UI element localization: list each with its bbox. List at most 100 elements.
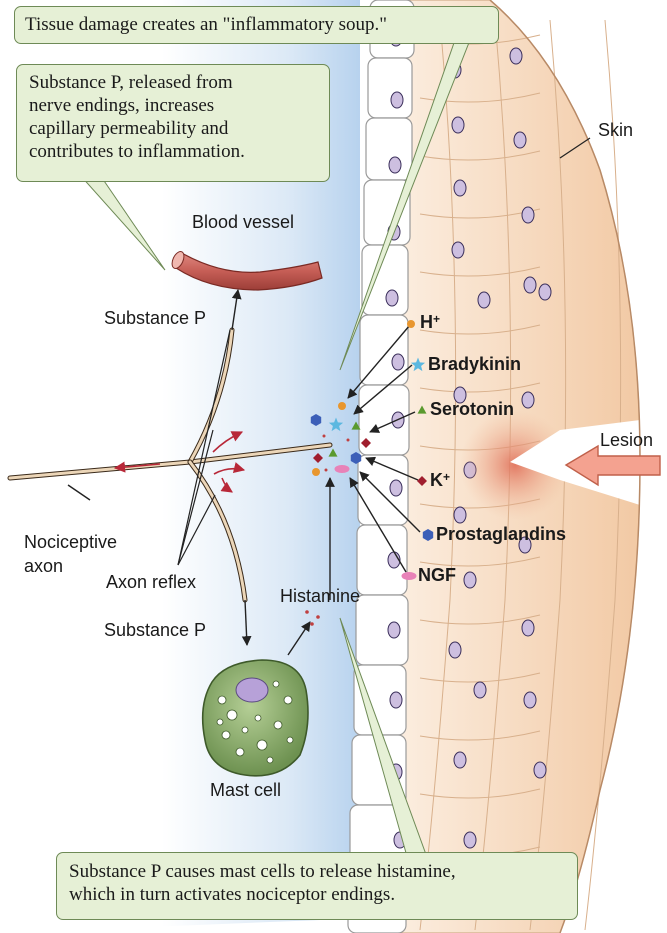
mast-cell-granule xyxy=(217,695,227,705)
soup-molecule xyxy=(322,434,326,438)
mast-cell-granule xyxy=(283,695,293,705)
soup-molecule xyxy=(361,438,371,448)
cell-nucleus xyxy=(388,156,402,174)
skin-cell-boundary xyxy=(419,266,541,277)
blood-vessel-label: Blood vessel xyxy=(192,212,295,232)
mast-cell-granule xyxy=(272,680,280,688)
mast-cell-granule xyxy=(221,730,231,740)
substance-p-text-line1: Substance P, released from xyxy=(29,72,233,93)
ngf-label: NGF xyxy=(418,565,456,585)
soup-molecule xyxy=(350,452,362,464)
cell-nucleus xyxy=(533,761,547,779)
lesion-label: Lesion xyxy=(600,430,654,450)
lesion-arrow xyxy=(564,444,661,487)
cell-nucleus xyxy=(453,386,467,404)
skin-cell-boundary xyxy=(584,19,622,931)
soup-molecule xyxy=(338,402,346,410)
skin-cell-boundary xyxy=(419,556,541,567)
mast-cell-callout: Substance P causes mast cells to release… xyxy=(56,852,578,920)
mast-cell-granule xyxy=(254,714,262,722)
lesion-inflammation xyxy=(460,410,570,520)
cell-nucleus xyxy=(521,206,535,224)
mast-cell-label: Mast cell xyxy=(210,780,282,800)
axon-reflex-label: Axon reflex xyxy=(106,572,197,592)
bradykinin-label: Bradykinin xyxy=(428,354,522,374)
k-plus-label: K+ xyxy=(430,470,450,491)
cell-nucleus xyxy=(473,681,487,699)
ngf-ellipse-icon xyxy=(401,572,417,580)
soup-molecule xyxy=(334,465,350,473)
mast-cell xyxy=(201,659,309,777)
skin-label: Skin xyxy=(598,120,634,140)
soup-molecule xyxy=(328,448,338,457)
skin-cell-boundary xyxy=(419,382,541,393)
soup-molecule xyxy=(351,421,361,430)
tissue-damage-text: Tissue damage creates an "inflammatory s… xyxy=(25,14,388,35)
nociceptive-axon-label-line1: Nociceptive xyxy=(24,532,118,552)
substance-p-text-line4: contributes to inflammation. xyxy=(29,141,245,162)
cell-nucleus xyxy=(453,506,467,524)
cell-nucleus xyxy=(453,179,467,197)
mast-cell-granule xyxy=(235,747,245,757)
bradykinin-star-icon xyxy=(410,357,426,372)
substance-p-text-line2: nerve endings, increases xyxy=(29,95,215,116)
histamine-label: Histamine xyxy=(280,586,361,606)
basal-cell xyxy=(365,117,413,181)
skin-cell-boundary xyxy=(419,19,457,931)
cell-nucleus xyxy=(523,691,537,709)
tissue-damage-callout: Tissue damage creates an "inflammatory s… xyxy=(14,6,499,44)
cell-nucleus xyxy=(538,283,552,301)
cell-nucleus xyxy=(523,276,537,294)
h-plus-label: H+ xyxy=(420,312,440,333)
h-plus-text: H xyxy=(420,312,433,332)
soup-molecule xyxy=(328,417,344,432)
cell-nucleus xyxy=(390,91,404,109)
skin-cell-boundary xyxy=(419,324,541,335)
skin-cell-boundary xyxy=(474,19,512,931)
mast-cell-granule xyxy=(241,726,249,734)
cell-nucleus xyxy=(509,47,523,65)
inflammatory-soup xyxy=(310,402,371,476)
soup-molecule xyxy=(312,468,320,476)
skin-cell-boundary xyxy=(529,19,567,931)
mast-cell-granule xyxy=(286,736,294,744)
prostaglandins-hexagon-icon xyxy=(422,529,434,541)
cell-nucleus xyxy=(451,241,465,259)
skin-cell-boundary xyxy=(419,614,541,625)
black-arrows xyxy=(67,289,421,656)
nociceptive-axon xyxy=(7,327,333,603)
h-plus-charge: + xyxy=(433,312,441,326)
cell-nucleus xyxy=(521,619,535,637)
skin-cell-boundary xyxy=(419,92,541,103)
cell-nucleus xyxy=(389,479,403,497)
cell-nucleus xyxy=(453,751,467,769)
cell-nucleus xyxy=(389,691,403,709)
histamine-particles xyxy=(305,610,320,626)
mediator-markers xyxy=(401,320,434,580)
substance-p-text-line3: capillary permeability and xyxy=(29,118,229,139)
mast-cell-text-line2: which in turn activates nociceptor endin… xyxy=(69,884,396,905)
substance-p-callout: Substance P, released from nerve endings… xyxy=(16,64,330,182)
mast-cell-granule xyxy=(216,718,224,726)
skin-cell-boundary xyxy=(419,150,541,161)
mast-cell-granule xyxy=(226,709,238,721)
skin-cell-boundary xyxy=(419,730,541,741)
cell-nucleus xyxy=(513,131,527,149)
axon-reflex-leaders xyxy=(177,137,591,566)
h-plus-marker xyxy=(407,320,415,328)
soup-molecule xyxy=(324,468,328,472)
mast-cell-granule xyxy=(256,739,268,751)
soup-molecule xyxy=(310,414,322,426)
substance-p-top-label: Substance P xyxy=(104,308,207,328)
substance-p-bottom-label: Substance P xyxy=(104,620,207,640)
soup-molecule xyxy=(346,438,350,442)
k-plus-text: K xyxy=(430,470,443,490)
cell-nucleus xyxy=(463,571,477,589)
serotonin-label: Serotonin xyxy=(430,399,514,419)
cell-nucleus xyxy=(385,289,399,307)
k-plus-diamond-icon xyxy=(417,476,427,486)
blood-vessel xyxy=(171,251,323,291)
axon-reflex-arrows xyxy=(113,431,246,493)
cell-nucleus xyxy=(451,116,465,134)
